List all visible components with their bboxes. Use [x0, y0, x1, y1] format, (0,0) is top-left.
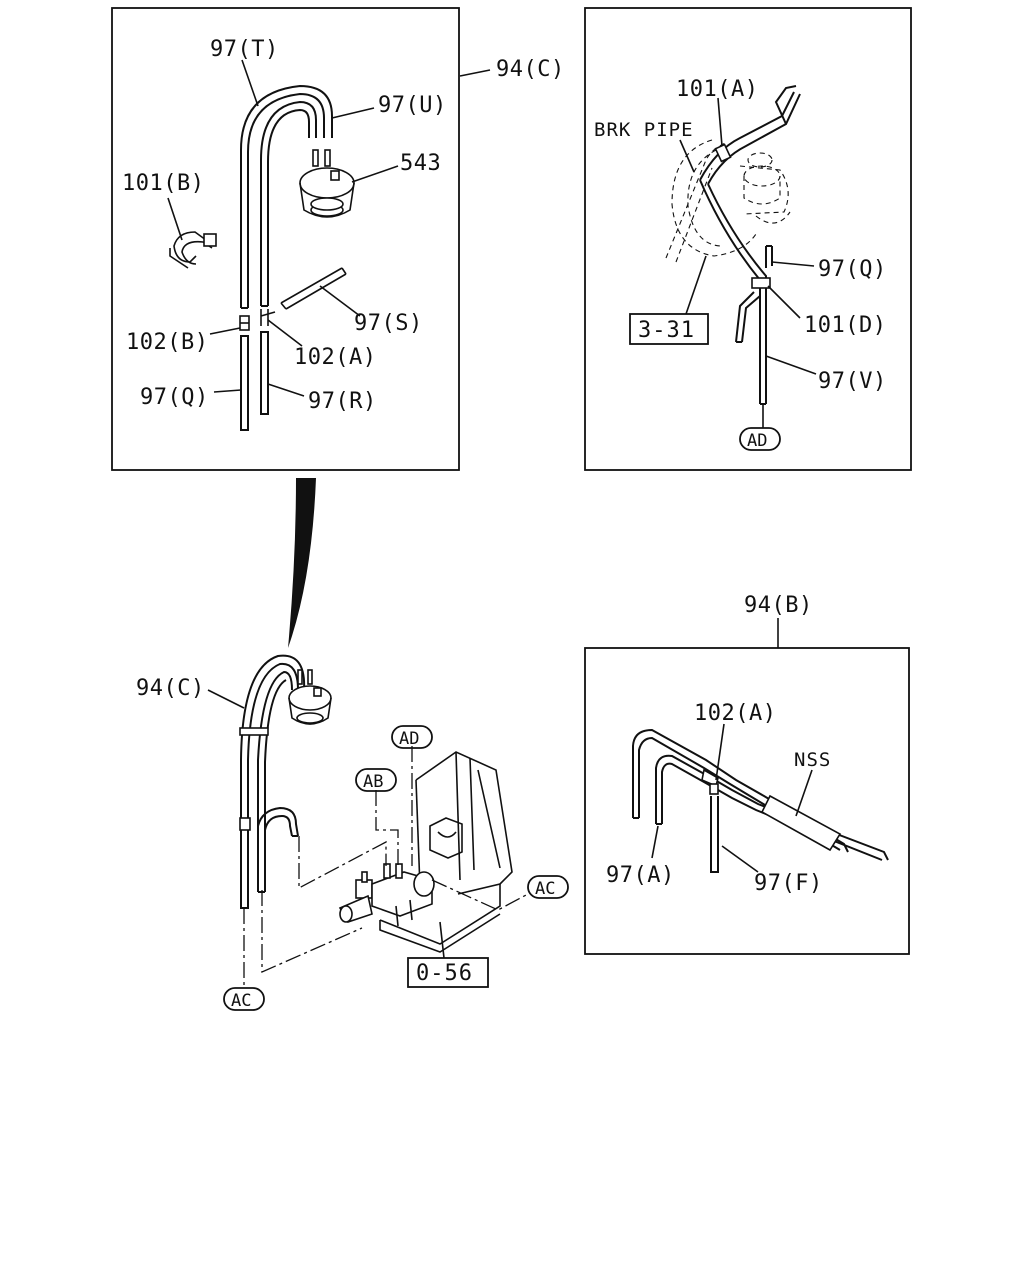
label-97r: 97(R): [308, 389, 377, 414]
clip-bundle-low: [239, 817, 251, 831]
route-line-2: [261, 890, 363, 973]
label-brk-pipe: BRK PIPE: [594, 119, 694, 141]
hose-97q-right: [765, 245, 773, 268]
label-97q: 97(Q): [140, 385, 209, 410]
label-97v: 97(V): [818, 369, 887, 394]
main-assembly: 94(C) AD AB AC AC 0-56: [136, 654, 569, 1011]
hose-97a: [632, 728, 849, 853]
route-line-1: [298, 836, 387, 890]
label-94c-main: 94(C): [136, 676, 205, 701]
label-97u: 97(U): [378, 93, 447, 118]
ref-box-0-56[interactable]: [407, 957, 489, 988]
panel-title-94b: 94(B): [744, 593, 813, 618]
hose-97r: [260, 331, 269, 415]
solenoid-valve: [338, 863, 435, 927]
panel-94b-detail: 94(B) 102(A) NSS 97(A) 97(F): [584, 593, 910, 955]
hose-97t: [240, 84, 333, 308]
circle-ref-ad-main-label[interactable]: AD: [399, 729, 419, 749]
valve-543: [299, 149, 355, 218]
circle-ref-ab-label[interactable]: AB: [363, 772, 383, 792]
label-nss: NSS: [794, 749, 831, 771]
label-101b: 101(B): [122, 171, 204, 196]
label-97a: 97(A): [606, 863, 675, 888]
clip-101b: [169, 231, 217, 269]
label-101d: 101(D): [804, 313, 886, 338]
label-97s: 97(S): [354, 311, 423, 336]
hose-97u-inner: [267, 108, 310, 306]
label-101a: 101(A): [676, 77, 758, 102]
circle-ref-ad-label[interactable]: AD: [747, 431, 767, 451]
panel-brake-detail: 101(A) BRK PIPE 97(Q) 101(D) 97(V) 3-31 …: [584, 7, 912, 471]
clip-101a: [714, 143, 732, 163]
route-line-ab: [375, 790, 399, 866]
label-102a: 102(A): [294, 345, 376, 370]
panel-title-94c: 94(C): [496, 57, 565, 82]
label-102b: 102(B): [126, 330, 208, 355]
hose-upper: [699, 91, 795, 181]
label-97t: 97(T): [210, 37, 279, 62]
circle-ref-ac-bottom-label[interactable]: AC: [231, 991, 251, 1011]
master-cylinder: [671, 139, 791, 257]
label-97q: 97(Q): [818, 257, 887, 282]
panel-frame: [584, 647, 910, 955]
panel-94c-detail: 97(T) 97(U) 543 101(B) 97(S) 102(B) 102(…: [111, 7, 565, 471]
detail-pointer: [288, 478, 316, 648]
circle-ref-ac-bottom[interactable]: [223, 987, 265, 1011]
label-102a: 102(A): [694, 701, 776, 726]
label-543: 543: [400, 151, 441, 176]
circle-ref-ad-main[interactable]: [391, 725, 433, 749]
panel-frame: [111, 7, 460, 471]
panel-frame: [584, 7, 912, 471]
ref-label-3-31[interactable]: 3-31: [638, 318, 695, 343]
hose-97q: [240, 335, 249, 431]
sleeve-nss: [760, 794, 842, 852]
pipe-97s: [280, 267, 347, 310]
clip-101d: [751, 277, 771, 289]
circle-ref-ac-right[interactable]: [527, 875, 569, 899]
label-97f: 97(F): [754, 871, 823, 896]
ref-box-3-31[interactable]: [629, 313, 709, 345]
ref-label-0-56[interactable]: 0-56: [416, 961, 473, 986]
circle-ref-ad[interactable]: [739, 427, 781, 451]
valve-543-small: [288, 669, 332, 725]
brake-pipe: [665, 141, 729, 259]
connector-102a: [260, 309, 276, 326]
circle-ref-ab[interactable]: [355, 768, 397, 792]
route-line-ac: [431, 879, 529, 911]
circle-ref-ac-right-label[interactable]: AC: [535, 879, 555, 899]
bracket: [379, 751, 513, 953]
hose-97u: [260, 100, 317, 306]
clip-bundle-top: [239, 727, 269, 736]
hose-97t-inner: [247, 92, 325, 308]
